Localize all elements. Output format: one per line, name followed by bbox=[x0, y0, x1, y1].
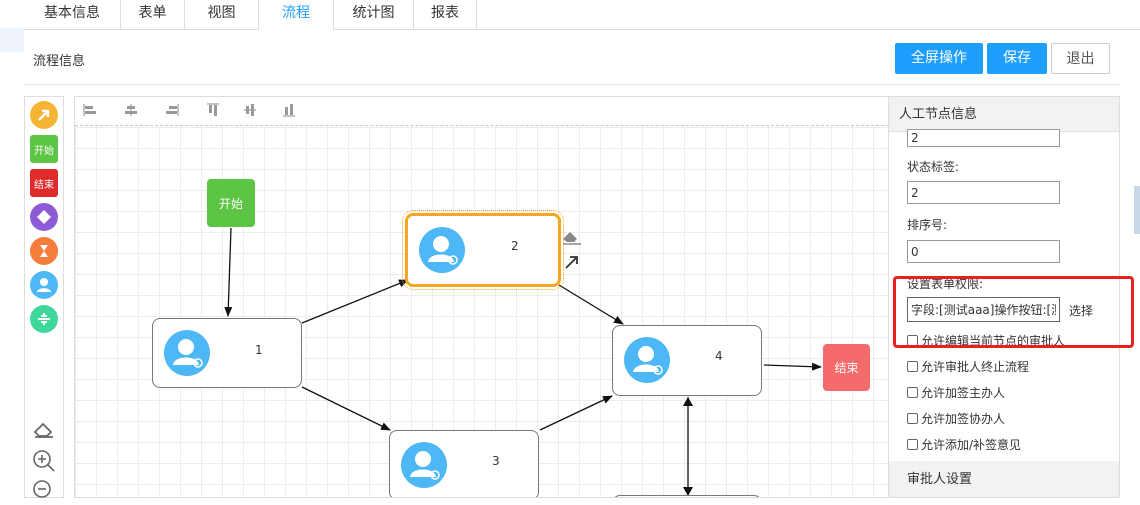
page-title: 流程信息 bbox=[33, 54, 86, 69]
end-node[interactable]: 结束 bbox=[823, 344, 870, 391]
tab-form[interactable]: 表单 bbox=[121, 0, 185, 30]
checkbox[interactable] bbox=[907, 361, 918, 372]
status-label: 状态标签: bbox=[907, 160, 960, 174]
align-toolbar bbox=[75, 97, 888, 126]
select-permission-link[interactable]: 选择 bbox=[1069, 304, 1094, 318]
node-palette: 开始 结束 bbox=[24, 96, 64, 498]
align-top-icon[interactable] bbox=[206, 103, 220, 117]
connect-node-arrow-icon[interactable] bbox=[563, 253, 581, 271]
check-add-co-handler[interactable]: 允许加签协办人 bbox=[907, 410, 1005, 427]
checkbox[interactable] bbox=[907, 439, 918, 450]
tab-view[interactable]: 视图 bbox=[185, 0, 259, 30]
tab-basic-info[interactable]: 基本信息 bbox=[24, 0, 121, 30]
timer-hourglass-icon[interactable] bbox=[30, 237, 58, 265]
order-label: 排序号: bbox=[907, 218, 948, 232]
start-node[interactable]: 开始 bbox=[207, 179, 255, 227]
align-middle-icon[interactable] bbox=[243, 103, 257, 117]
tab-stat-chart[interactable]: 统计图 bbox=[334, 0, 414, 30]
top-value-input[interactable] bbox=[907, 129, 1060, 147]
align-center-icon[interactable] bbox=[124, 103, 138, 117]
highlight-annotation-box bbox=[893, 276, 1134, 348]
user-avatar-icon bbox=[401, 442, 447, 488]
user-avatar-icon bbox=[624, 337, 670, 383]
form-permission-label: 设置表单权限: bbox=[907, 277, 984, 291]
check-add-main-handler[interactable]: 允许加签主办人 bbox=[907, 384, 1005, 401]
align-right-icon[interactable] bbox=[165, 103, 179, 117]
approver-settings-section[interactable]: 审批人设置 bbox=[889, 461, 1119, 497]
node-label: 4 bbox=[715, 349, 723, 363]
align-bottom-icon[interactable] bbox=[282, 103, 296, 117]
end-node-tool[interactable]: 结束 bbox=[30, 169, 58, 197]
node-label: 2 bbox=[511, 239, 519, 253]
node-label: 3 bbox=[492, 454, 500, 468]
check-add-opinion[interactable]: 允许添加/补签意见 bbox=[907, 436, 1021, 453]
start-node-tool[interactable]: 开始 bbox=[30, 135, 58, 163]
user-avatar-icon bbox=[419, 227, 465, 273]
eraser-icon[interactable] bbox=[30, 415, 58, 443]
checkbox[interactable] bbox=[907, 387, 918, 398]
user-task-icon[interactable] bbox=[30, 271, 58, 299]
left-strip-highlight bbox=[0, 28, 24, 52]
user-avatar-icon bbox=[164, 330, 210, 376]
check-terminate-flow[interactable]: 允许审批人终止流程 bbox=[907, 358, 1029, 375]
header-divider bbox=[24, 84, 1120, 85]
fullscreen-button[interactable]: 全屏操作 bbox=[895, 43, 983, 74]
flow-node-3[interactable]: 3 bbox=[389, 430, 539, 497]
tab-flow[interactable]: 流程 bbox=[259, 0, 334, 30]
form-permission-input[interactable] bbox=[907, 297, 1060, 322]
tab-report[interactable]: 报表 bbox=[414, 0, 477, 30]
align-left-icon[interactable] bbox=[83, 103, 97, 117]
flow-node-1[interactable]: 1 bbox=[152, 318, 302, 388]
order-input[interactable] bbox=[907, 240, 1060, 263]
zoom-out-icon[interactable] bbox=[30, 477, 58, 505]
panel-collapse-handle[interactable] bbox=[1134, 186, 1140, 234]
flow-node-4[interactable]: 4 bbox=[612, 325, 762, 396]
flow-node-2-selected[interactable]: 2 bbox=[402, 210, 564, 290]
gateway-diamond-icon[interactable] bbox=[30, 203, 58, 231]
connect-arrow-tool-icon[interactable] bbox=[30, 101, 58, 129]
node-properties-panel: 人工节点信息 状态标签: 排序号: 设置表单权限: 选择 允许编辑当前节点的审批… bbox=[888, 96, 1120, 498]
panel-title: 人工节点信息 bbox=[889, 97, 1119, 132]
delete-node-eraser-icon[interactable] bbox=[561, 228, 583, 246]
node-label: 1 bbox=[255, 343, 263, 357]
exit-button[interactable]: 退出 bbox=[1051, 43, 1110, 74]
left-strip bbox=[0, 0, 24, 498]
checkbox[interactable] bbox=[907, 413, 918, 424]
parallel-split-icon[interactable] bbox=[30, 305, 58, 333]
flow-canvas[interactable]: 开始 1 2 3 4 结束 bbox=[74, 96, 888, 498]
tab-bar: 基本信息 表单 视图 流程 统计图 报表 bbox=[24, 0, 1140, 30]
save-button[interactable]: 保存 bbox=[987, 43, 1047, 74]
zoom-in-icon[interactable] bbox=[30, 447, 58, 475]
status-input[interactable] bbox=[907, 181, 1060, 204]
flow-connectors bbox=[224, 227, 822, 497]
